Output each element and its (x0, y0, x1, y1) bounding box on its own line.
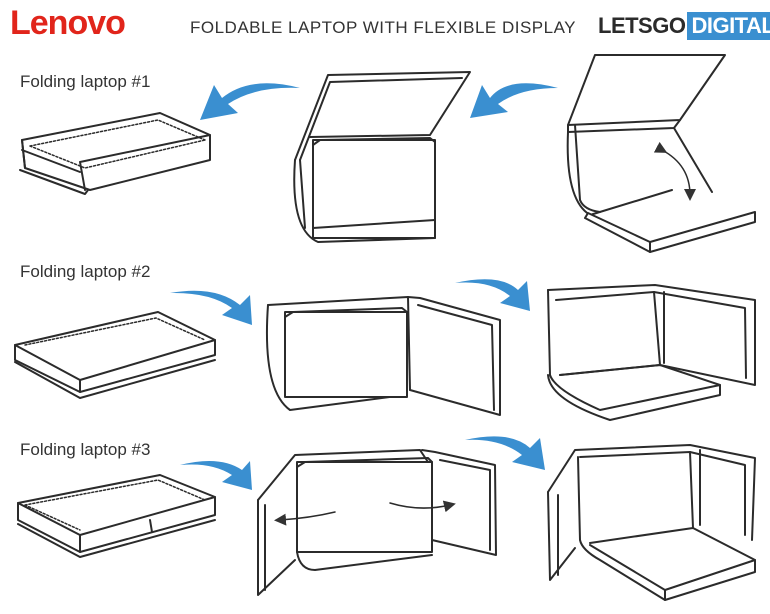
laptop1-open-icon (566, 54, 756, 253)
laptop1-closed-icon (19, 112, 211, 195)
laptop2-open-icon (265, 296, 501, 416)
row-label-3: Folding laptop #3 (20, 440, 151, 459)
page-title: FOLDABLE LAPTOP WITH FLEXIBLE DISPLAY (190, 18, 577, 37)
letsgodigital-logo: LETSGO DIGITAL (598, 12, 770, 40)
blue-arrows (170, 83, 558, 490)
row-label-1: Folding laptop #1 (20, 72, 151, 91)
arrow-2b-icon (455, 279, 530, 311)
row-label-2: Folding laptop #2 (20, 262, 151, 281)
laptop2-corner-icon (547, 284, 756, 421)
arrow-3b-icon (465, 436, 545, 470)
laptop1-half-open-icon (293, 71, 471, 243)
arrow-1b-icon (470, 83, 558, 118)
logo-part-digital: DIGITAL (687, 12, 770, 40)
arrow-2a-icon (170, 290, 252, 325)
laptop2-closed-icon (14, 311, 216, 399)
laptop3-corner-icon (547, 444, 756, 601)
laptop3-closed-icon (17, 474, 216, 558)
lenovo-logo: Lenovo (10, 4, 126, 42)
laptop3-open-icon (257, 449, 497, 596)
logo-part-letsgo: LETSGO (598, 13, 686, 38)
arrow-1a-icon (200, 83, 300, 120)
arrow-3a-icon (180, 461, 252, 490)
